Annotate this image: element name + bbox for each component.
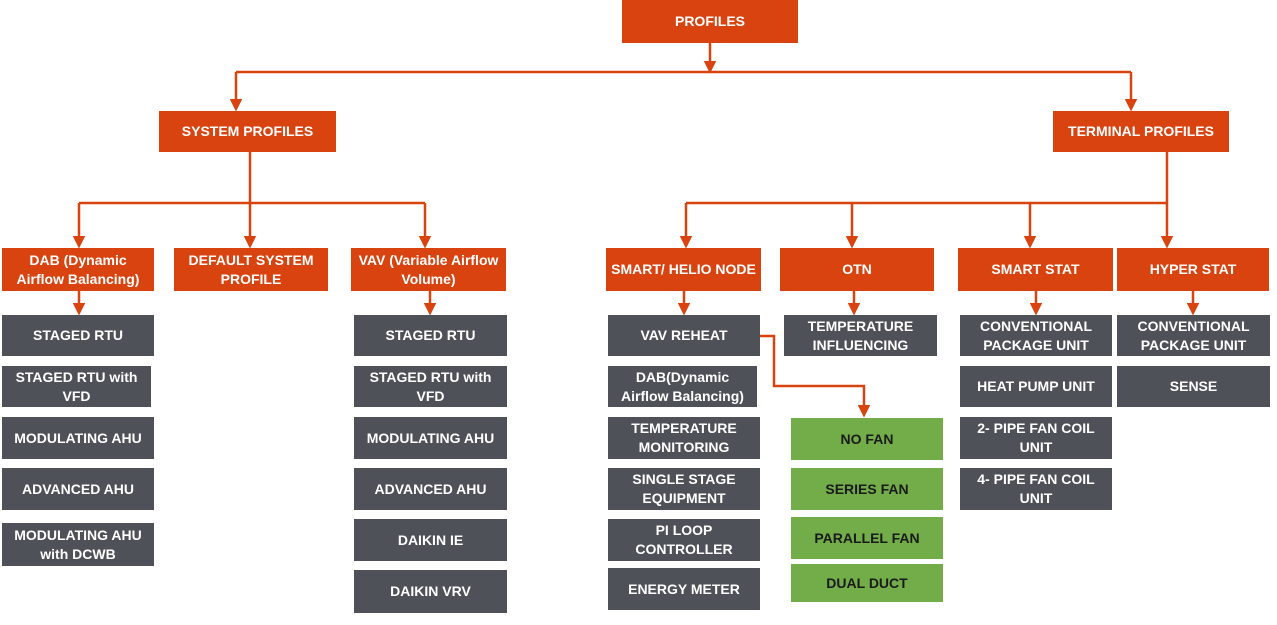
smart-helio-item: SINGLE STAGE EQUIPMENT: [608, 468, 760, 510]
dab-item: ADVANCED AHU: [2, 468, 154, 510]
node-smart-helio: SMART/ HELIO NODE: [606, 248, 761, 291]
vav-item: DAIKIN VRV: [354, 570, 507, 613]
dab-item: MODULATING AHU: [2, 417, 154, 459]
dab-item: STAGED RTU with VFD: [2, 366, 151, 407]
dab-item: MODULATING AHU with DCWB: [2, 523, 154, 566]
smart-helio-item: TEMPERATURE MONITORING: [608, 417, 760, 459]
fan-type-item: NO FAN: [791, 418, 943, 460]
smart-helio-item: VAV REHEAT: [608, 315, 760, 356]
node-hyper-stat: HYPER STAT: [1117, 248, 1269, 291]
connector-vav-reheat-fans: [760, 334, 871, 418]
hyper-stat-item: SENSE: [1117, 366, 1270, 407]
smart-stat-item: HEAT PUMP UNIT: [960, 366, 1112, 407]
vav-item: STAGED RTU: [354, 315, 507, 356]
node-otn: OTN: [780, 248, 934, 291]
node-terminal-profiles: TERMINAL PROFILES: [1053, 111, 1229, 152]
vav-item: STAGED RTU with VFD: [354, 366, 507, 407]
node-smart-stat: SMART STAT: [958, 248, 1113, 291]
fan-type-item: DUAL DUCT: [791, 564, 943, 602]
hyper-stat-item: CONVENTIONAL PACKAGE UNIT: [1117, 315, 1270, 356]
smart-stat-item: 2- PIPE FAN COIL UNIT: [960, 417, 1112, 459]
node-profiles: PROFILES: [622, 0, 798, 43]
smart-helio-item: ENERGY METER: [608, 568, 760, 610]
smart-stat-item: 4- PIPE FAN COIL UNIT: [960, 468, 1112, 510]
node-default-system-profile: DEFAULT SYSTEM PROFILE: [174, 248, 328, 291]
node-vav: VAV (Variable Airflow Volume): [351, 248, 506, 291]
smart-helio-item: DAB(Dynamic Airflow Balancing): [608, 366, 757, 407]
node-system-profiles: SYSTEM PROFILES: [159, 111, 336, 152]
fan-type-item: SERIES FAN: [791, 468, 943, 510]
smart-helio-item: PI LOOP CONTROLLER: [608, 519, 760, 561]
otn-item: TEMPERATURE INFLUENCING: [784, 315, 937, 356]
fan-type-item: PARALLEL FAN: [791, 517, 943, 559]
vav-item: DAIKIN IE: [354, 519, 507, 561]
smart-stat-item: CONVENTIONAL PACKAGE UNIT: [960, 315, 1112, 356]
vav-item: ADVANCED AHU: [354, 468, 507, 510]
vav-item: MODULATING AHU: [354, 417, 507, 459]
node-dab: DAB (Dynamic Airflow Balancing): [2, 248, 154, 291]
dab-item: STAGED RTU: [2, 315, 154, 356]
